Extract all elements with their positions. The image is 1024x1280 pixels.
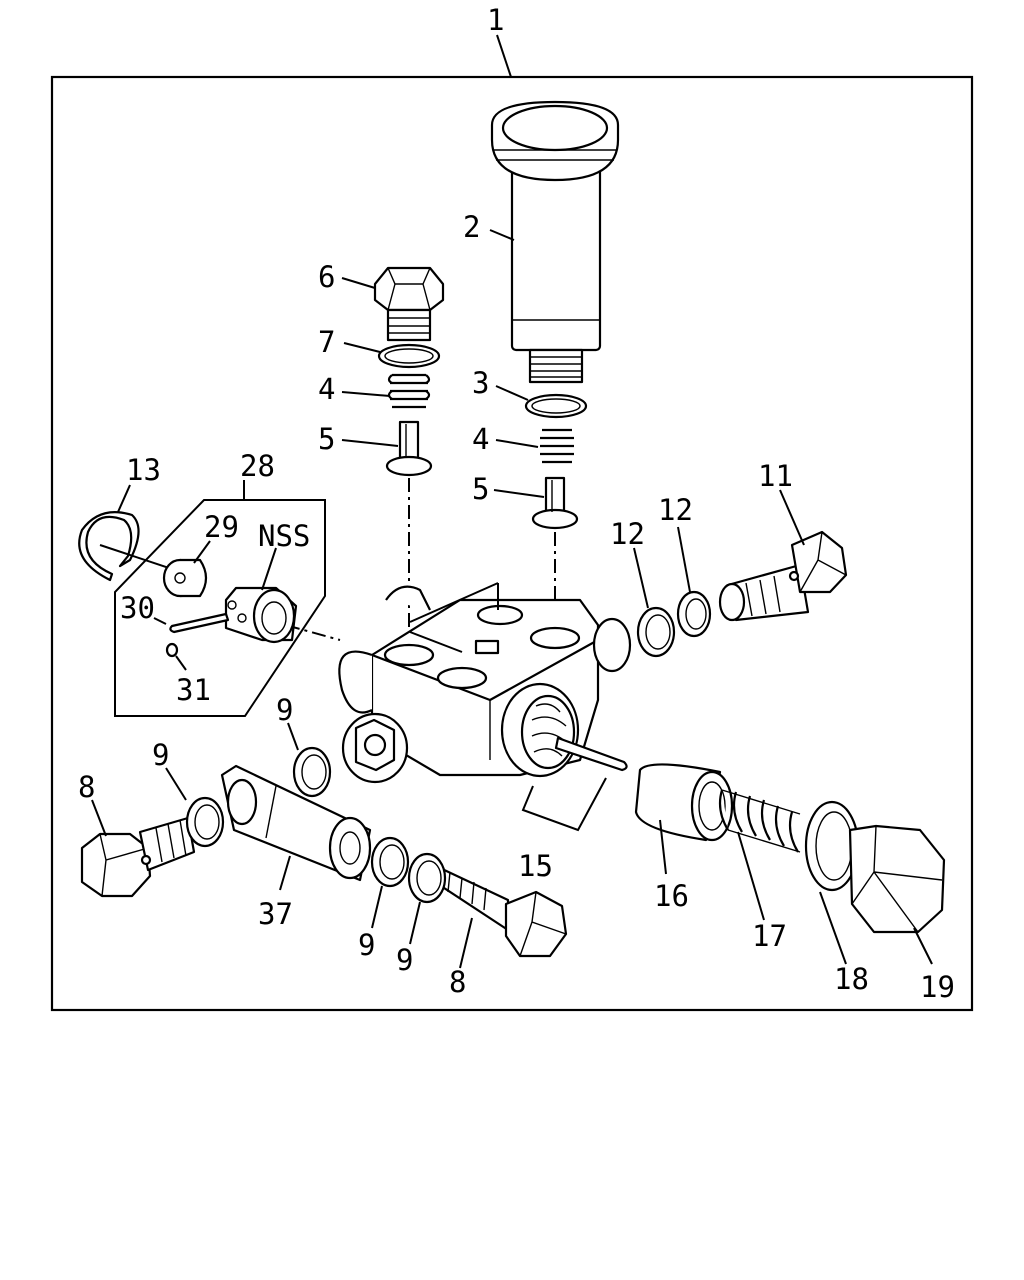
part-19-plug xyxy=(848,824,946,934)
label-8: 8 xyxy=(449,965,466,999)
label-29: 29 xyxy=(204,510,239,544)
label-30: 30 xyxy=(120,591,155,625)
part-15-pin xyxy=(521,736,628,832)
label-18: 18 xyxy=(834,962,869,996)
part-5-piston-right xyxy=(531,476,579,530)
assembly-frame xyxy=(50,75,974,1012)
label-7: 7 xyxy=(318,325,335,359)
part-29-collar xyxy=(162,558,208,598)
part-28-group-bracket xyxy=(114,499,326,717)
part-37-fitting xyxy=(220,764,372,882)
label-2: 2 xyxy=(463,210,480,244)
part-9-washer-c xyxy=(370,836,410,888)
part-13-snap-ring xyxy=(78,511,140,582)
part-9-washer-a xyxy=(185,796,225,848)
part-31-ball xyxy=(165,642,179,658)
part-17-spring xyxy=(718,789,801,853)
part-28-valve-housing xyxy=(224,586,298,644)
label-5: 5 xyxy=(318,422,335,456)
label-15: 15 xyxy=(518,849,553,883)
label-4: 4 xyxy=(318,372,335,406)
part-30-pin xyxy=(169,612,230,634)
label-3: 3 xyxy=(472,366,489,400)
label-4: 4 xyxy=(472,422,489,456)
label-37: 37 xyxy=(258,897,293,931)
label-12: 12 xyxy=(658,493,693,527)
part-4-spring-left xyxy=(387,373,431,409)
part-11-banjo-bolt xyxy=(718,530,848,622)
label-31: 31 xyxy=(176,673,211,707)
label-5: 5 xyxy=(472,472,489,506)
label-12: 12 xyxy=(610,517,645,551)
label-11: 11 xyxy=(758,459,793,493)
label-9: 9 xyxy=(152,738,169,772)
part-5-piston-left xyxy=(385,420,433,477)
part-16-sleeve xyxy=(634,763,734,842)
label-8: 8 xyxy=(78,770,95,804)
label-1: 1 xyxy=(487,3,504,37)
label-13: 13 xyxy=(126,453,161,487)
label-6: 6 xyxy=(318,260,335,294)
label-19: 19 xyxy=(920,970,955,1004)
part-9-washer-d xyxy=(407,852,447,904)
part-9-washer-b xyxy=(292,746,332,798)
label-nss: NSS xyxy=(258,519,310,553)
label-28: 28 xyxy=(240,449,275,483)
label-17: 17 xyxy=(752,919,787,953)
label-9: 9 xyxy=(396,943,413,977)
label-9: 9 xyxy=(276,693,293,727)
part-8-bolt-left xyxy=(80,816,196,898)
label-16: 16 xyxy=(654,879,689,913)
part-6-plug xyxy=(373,266,445,342)
part-4-spring-right xyxy=(540,428,574,464)
part-12-washer-left xyxy=(636,606,676,658)
label-9: 9 xyxy=(358,928,375,962)
part-2-priming-pump xyxy=(490,100,620,384)
